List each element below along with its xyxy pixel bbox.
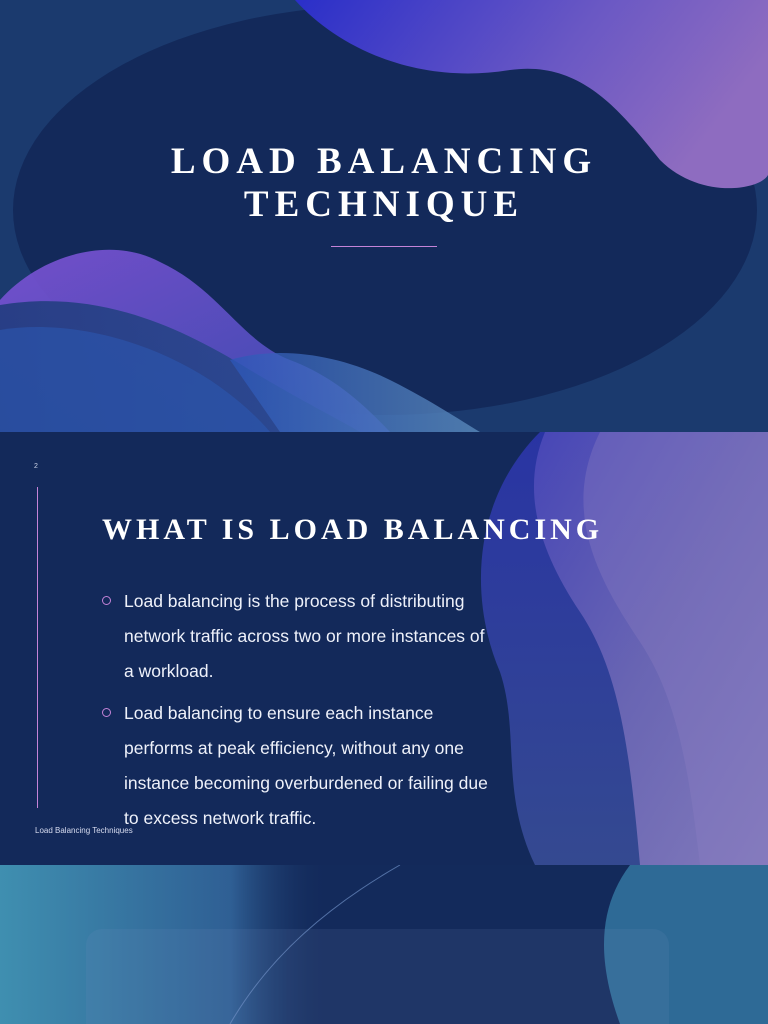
slide-title: LOAD BALANCING TECHNIQUE <box>0 140 768 226</box>
circle-bullet-icon <box>102 596 111 605</box>
slide-number: 2 <box>34 463 38 470</box>
content-slide: 2 WHAT IS LOAD BALANCING Load balancing … <box>0 432 768 865</box>
bullet-item: Load balancing is the process of distrib… <box>102 584 492 689</box>
bullet-text: Load balancing to ensure each instance p… <box>124 703 488 828</box>
content-slide-background <box>480 432 768 865</box>
slide-heading: WHAT IS LOAD BALANCING <box>102 513 604 546</box>
content-panel <box>86 929 669 1024</box>
bullet-text: Load balancing is the process of distrib… <box>124 591 485 681</box>
title-line: TECHNIQUE <box>243 184 525 225</box>
circle-bullet-icon <box>102 708 111 717</box>
title-slide-background <box>0 0 768 432</box>
bullet-list: Load balancing is the process of distrib… <box>102 584 492 843</box>
bullet-item: Load balancing to ensure each instance p… <box>102 696 492 836</box>
partial-slide-background <box>0 865 768 1024</box>
title-line: LOAD BALANCING <box>170 141 598 182</box>
slide-footer: Load Balancing Techniques <box>35 826 133 835</box>
partial-slide <box>0 865 768 1024</box>
title-slide: LOAD BALANCING TECHNIQUE <box>0 0 768 432</box>
title-divider <box>331 246 437 247</box>
vertical-divider <box>37 487 38 808</box>
